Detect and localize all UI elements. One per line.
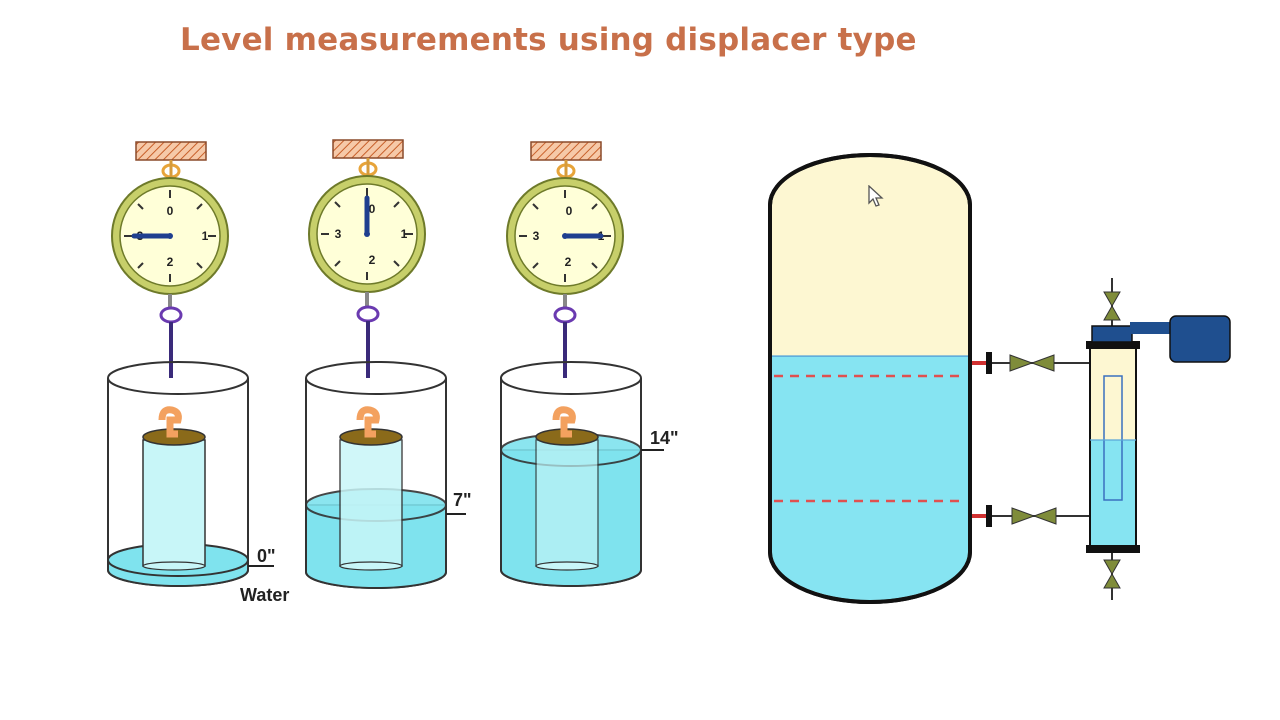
dial-number-3: 3: [533, 229, 540, 243]
dial-number-2: 2: [369, 253, 376, 267]
container-1: [107, 361, 249, 587]
dial-number-1: 1: [202, 229, 209, 243]
mouse-cursor-icon: [868, 185, 884, 207]
upper-connection: [972, 352, 1090, 374]
gauge-assembly-2: 0 1 2 3 7": [305, 139, 472, 589]
level-label-2: 7": [453, 490, 472, 510]
ceiling-mount-2: [332, 139, 404, 159]
process-vessel: [768, 153, 972, 604]
lower-valve: [1011, 507, 1057, 525]
dial-number-0: 0: [167, 204, 174, 218]
link-ring-3: [553, 306, 577, 324]
medium-label: Water: [240, 585, 289, 605]
torque-tube-housing: [1091, 325, 1133, 343]
dial-number-0: 0: [566, 204, 573, 218]
top-vent-valve: [1103, 291, 1121, 321]
gauge-assembly-3: 0 1 2 3 14": [500, 141, 679, 587]
displacer-cage: [1086, 278, 1231, 600]
displacer-1: [142, 439, 206, 567]
vessel-liquid: [772, 356, 968, 600]
container-3: [500, 361, 642, 587]
dial-number-0: 0: [369, 202, 376, 216]
gauge-assembly-1: 0 1 2 3 0" Water: [107, 141, 289, 605]
transmitter-head: [1169, 315, 1231, 363]
bottom-drain-valve: [1103, 559, 1121, 589]
link-ring-2: [356, 305, 380, 323]
level-label-1: 0": [257, 546, 276, 566]
ceiling-mount-3: [530, 141, 602, 161]
dial-number-2: 2: [565, 255, 572, 269]
level-label-3: 14": [650, 428, 679, 448]
lower-connection: [972, 505, 1090, 527]
upper-valve: [1009, 354, 1055, 372]
cage-displacer: [1103, 375, 1123, 501]
dial-number-3: 3: [335, 227, 342, 241]
dial-number-1: 1: [401, 227, 408, 241]
displacer-3: [535, 439, 599, 567]
link-ring-1: [159, 306, 183, 324]
ceiling-mount-1: [135, 141, 207, 161]
displacer-2: [339, 439, 403, 567]
dial-number-2: 2: [167, 255, 174, 269]
container-2: [305, 361, 447, 589]
page-title: Level measurements using displacer type: [180, 22, 917, 58]
